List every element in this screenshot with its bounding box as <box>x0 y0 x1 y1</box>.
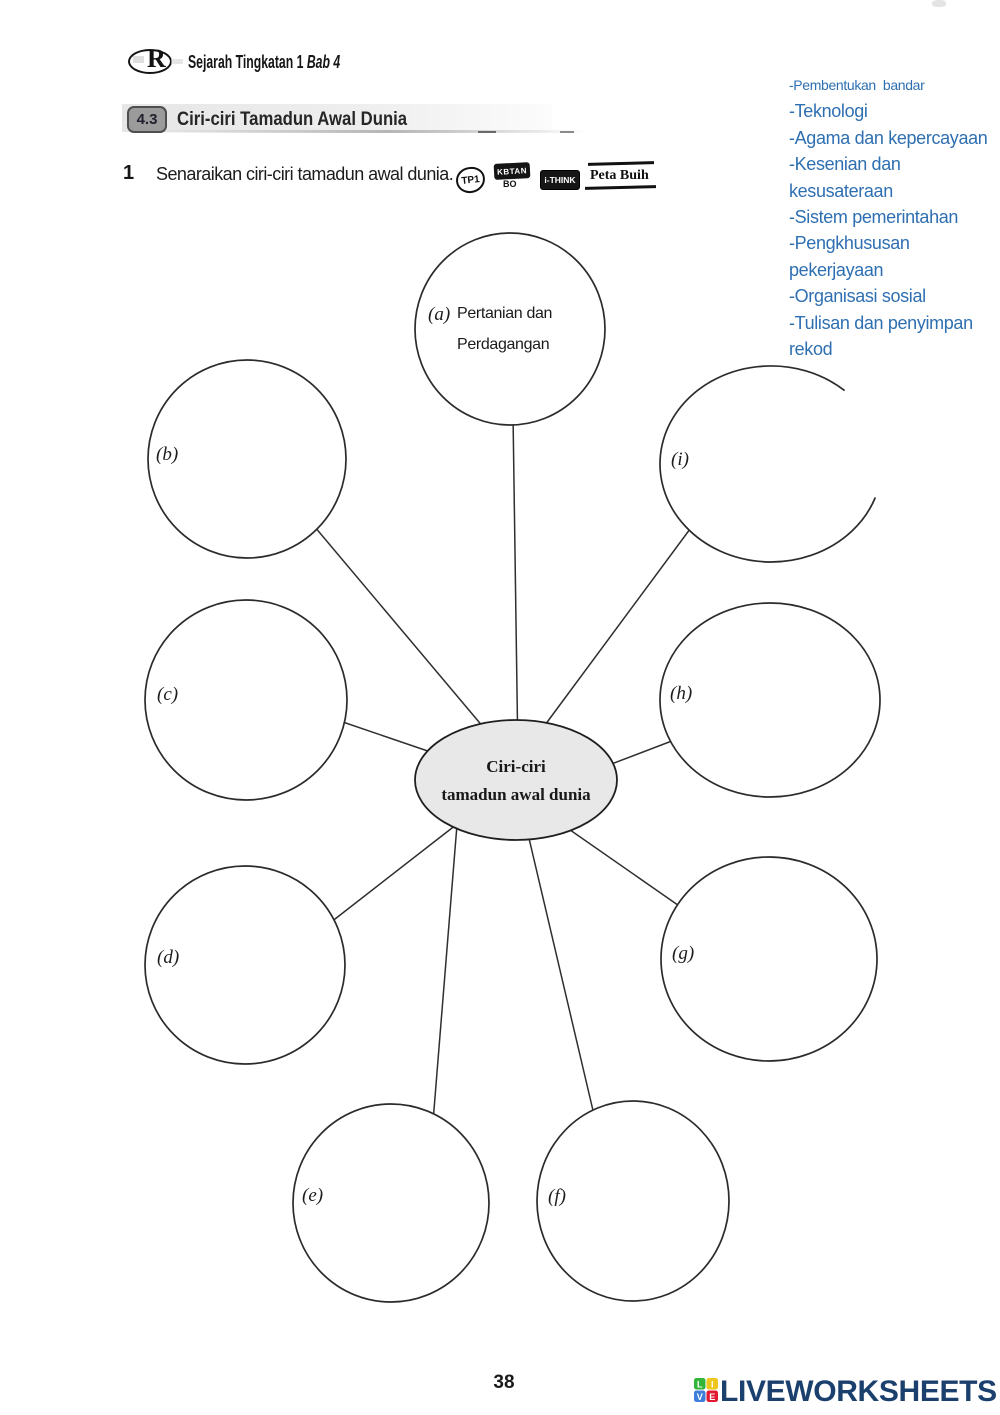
svg-text:L: L <box>697 1379 703 1389</box>
svg-text:I: I <box>711 1379 714 1389</box>
svg-text:V: V <box>697 1392 703 1402</box>
svg-text:E: E <box>709 1392 715 1402</box>
